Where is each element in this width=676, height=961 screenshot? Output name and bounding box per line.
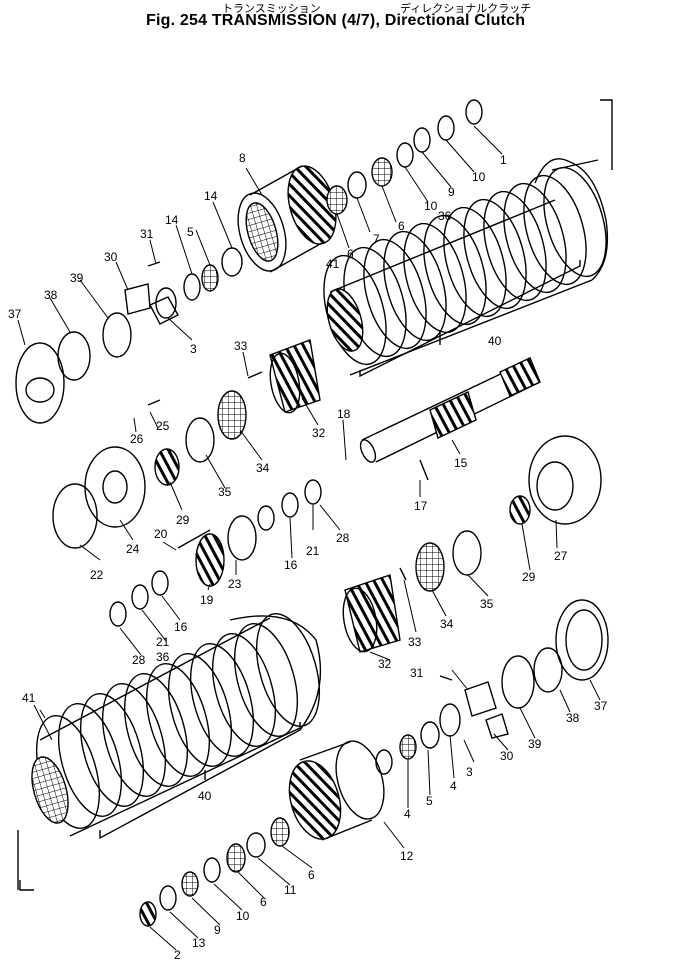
callout-1: 1 — [500, 153, 507, 167]
callout-16: 16 — [284, 558, 298, 572]
callout-31: 31 — [140, 227, 154, 241]
callout-2: 2 — [174, 948, 181, 961]
callout-7: 7 — [373, 232, 380, 246]
callout-32: 32 — [312, 426, 326, 440]
callout-4: 4 — [450, 779, 457, 793]
callout-20: 20 — [154, 527, 168, 541]
callout-34: 34 — [440, 617, 454, 631]
callout-6: 6 — [308, 868, 315, 882]
callout-17: 17 — [414, 499, 428, 513]
callout-5: 5 — [426, 794, 433, 808]
small-rings — [52, 99, 563, 927]
kana-caption-directional-clutch: ディレクショナルクラッチ — [400, 2, 532, 15]
lower-clutch-disc-pack — [17, 613, 322, 891]
callout-35: 35 — [480, 597, 494, 611]
callout-13: 13 — [192, 936, 206, 950]
callout-28: 28 — [132, 653, 146, 667]
callout-24: 24 — [126, 542, 140, 556]
callout-30: 30 — [500, 749, 514, 763]
callout-41: 41 — [326, 257, 340, 271]
callout-39: 39 — [70, 271, 84, 285]
callout-22: 22 — [90, 568, 104, 582]
callout-28: 28 — [336, 531, 350, 545]
callout-9: 9 — [448, 185, 455, 199]
shaft-15 — [359, 357, 541, 463]
callout-38: 38 — [44, 288, 58, 302]
callout-3: 3 — [466, 765, 473, 779]
piston-24 — [84, 446, 146, 528]
callout-6: 6 — [347, 247, 354, 261]
callout-14: 14 — [204, 189, 218, 203]
callout-21: 21 — [306, 544, 320, 558]
kana-caption-transmission: トランスミッション — [222, 2, 321, 15]
callout-10: 10 — [472, 170, 486, 184]
callout-numbers: 1 10 9 10 36 6 7 6 8 14 14 5 31 30 39 38… — [8, 151, 608, 961]
callout-37: 37 — [594, 699, 608, 713]
hub-32-upper — [269, 339, 321, 414]
clutch-housing-12 — [288, 740, 385, 841]
callout-33: 33 — [408, 635, 422, 649]
callout-40: 40 — [488, 334, 502, 348]
callout-15: 15 — [454, 456, 468, 470]
callout-9: 9 — [214, 923, 221, 937]
callout-41: 41 — [22, 691, 36, 705]
callout-11: 11 — [284, 883, 297, 897]
plate-37-lower — [555, 599, 609, 681]
callout-23: 23 — [228, 577, 242, 591]
callout-19: 19 — [200, 593, 214, 607]
callout-3: 3 — [190, 342, 197, 356]
callout-16: 16 — [174, 620, 188, 634]
callout-34: 34 — [256, 461, 270, 475]
callout-36: 36 — [156, 650, 170, 664]
callout-29: 29 — [176, 513, 190, 527]
callout-12: 12 — [400, 849, 414, 863]
figure-title: Fig. 254 TRANSMISSION (4/7), Directional… — [146, 12, 526, 29]
callout-38: 38 — [566, 711, 580, 725]
callout-4: 4 — [404, 807, 411, 821]
callout-36: 36 — [438, 209, 452, 223]
callout-31: 31 — [410, 666, 424, 680]
callout-10: 10 — [424, 199, 438, 213]
callout-6: 6 — [398, 219, 405, 233]
clutch-housing-8 — [237, 165, 337, 273]
callout-35: 35 — [218, 485, 232, 499]
callout-18: 18 — [337, 407, 351, 421]
hub-32-lower — [342, 574, 401, 653]
callout-25: 25 — [156, 419, 170, 433]
callout-10: 10 — [236, 909, 250, 923]
upper-clutch-disc-pack — [323, 99, 613, 378]
callout-21: 21 — [156, 635, 170, 649]
callout-30: 30 — [104, 250, 118, 264]
callout-40: 40 — [198, 789, 212, 803]
callout-37: 37 — [8, 307, 22, 321]
callout-29: 29 — [522, 570, 536, 584]
callout-33: 33 — [234, 339, 248, 353]
callout-26: 26 — [130, 432, 144, 446]
callout-27: 27 — [554, 549, 568, 563]
callout-leader-lines — [17, 125, 601, 951]
callout-32: 32 — [378, 657, 392, 671]
plate-37-upper — [15, 342, 65, 424]
callout-39: 39 — [528, 737, 542, 751]
callout-6: 6 — [260, 895, 267, 909]
piston-27 — [528, 435, 602, 525]
callout-14: 14 — [165, 213, 179, 227]
callout-8: 8 — [239, 151, 246, 165]
callout-5: 5 — [187, 225, 194, 239]
